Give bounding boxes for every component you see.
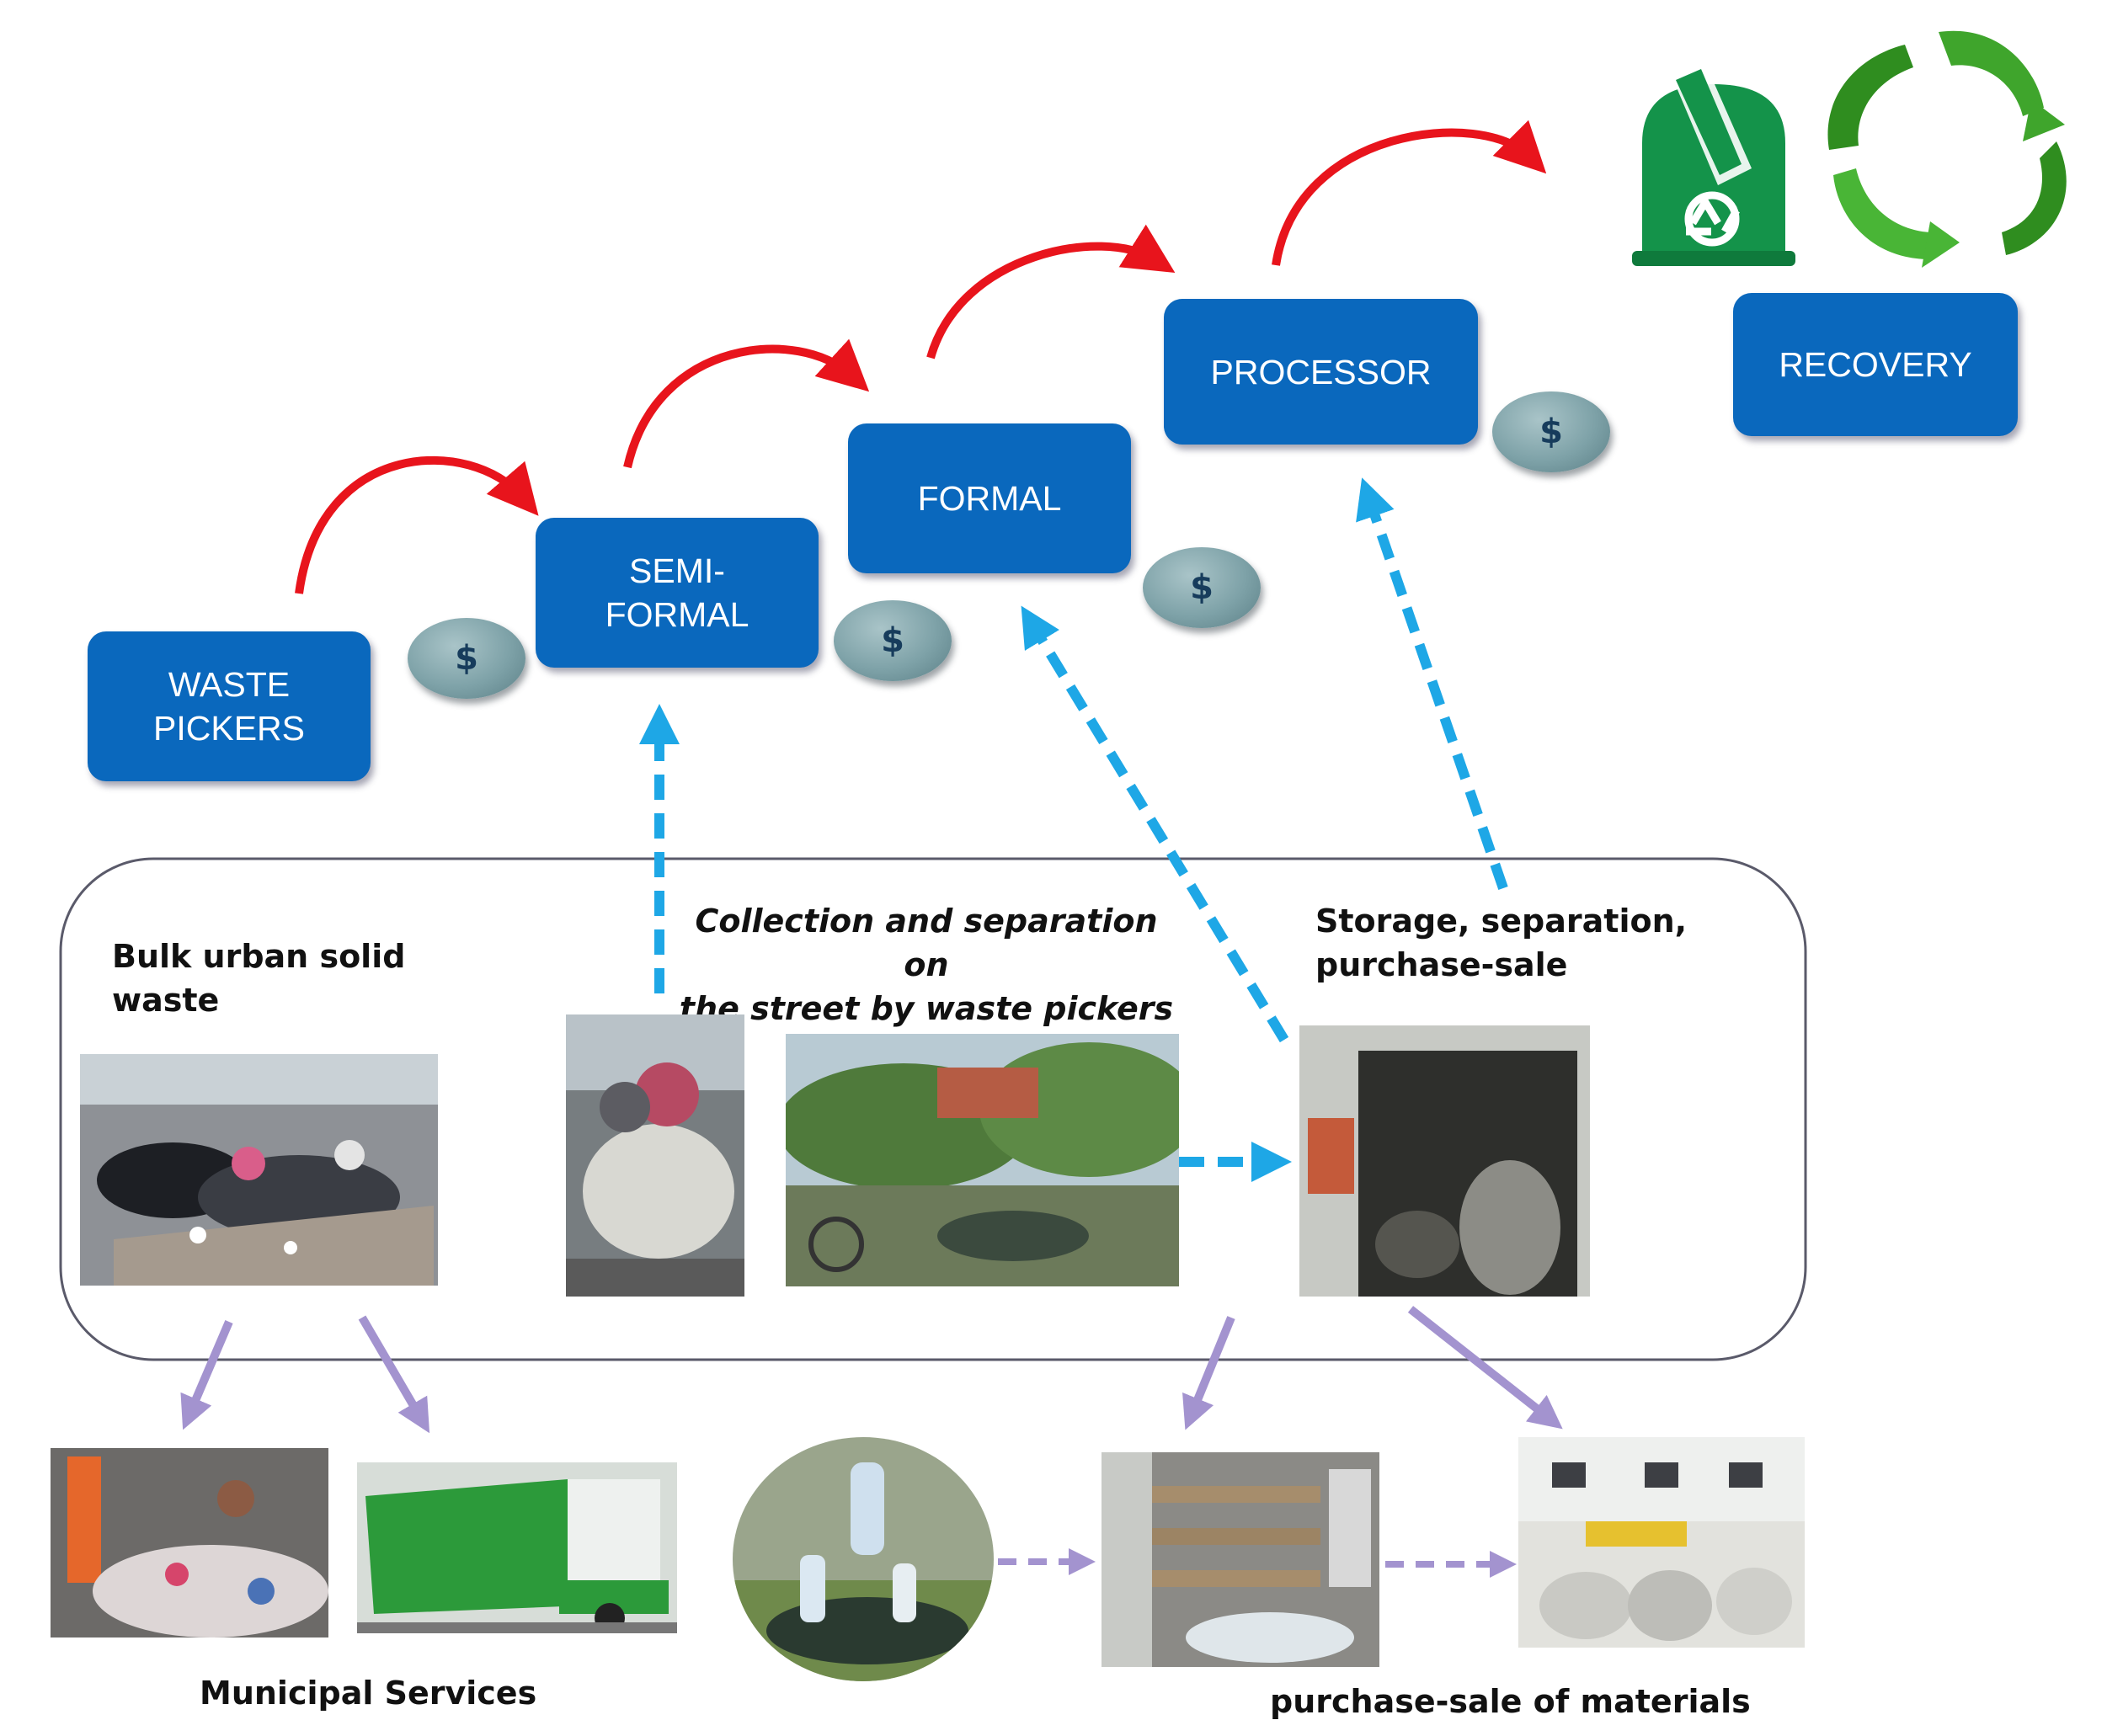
stage-formal: FORMAL <box>848 423 1131 573</box>
red-arrow-3 <box>926 224 1176 359</box>
purple-arrow-3 <box>1182 1316 1235 1430</box>
collection-panel <box>59 857 1807 1361</box>
purple-arrow-2 <box>358 1315 430 1434</box>
money-coin-2: $ <box>834 600 952 681</box>
red-arrow-1 <box>295 455 539 594</box>
stage-recovery: RECOVERY <box>1733 293 2018 436</box>
photo-garbage-truck <box>357 1462 677 1633</box>
purple-arrow-1 <box>180 1320 233 1430</box>
stage-semi-formal: SEMI- FORMAL <box>536 518 819 668</box>
photo-bulk-waste <box>80 1054 438 1286</box>
purchase-sale-label: purchase-sale of materials <box>1270 1683 1751 1720</box>
photo-materials-warehouse <box>1102 1452 1379 1667</box>
municipal-services-label: Municipal Services <box>200 1675 537 1712</box>
storage-label: Storage, separation, purchase-sale <box>1315 903 1688 983</box>
money-coin-1: $ <box>408 618 525 699</box>
photo-waste-picker-cart <box>566 1014 744 1297</box>
photo-municipal-workers <box>51 1448 328 1637</box>
photo-bottles-circle <box>733 1437 994 1681</box>
cyan-arrow-formal <box>1021 605 1289 1043</box>
stage-processor: PROCESSOR <box>1164 299 1478 445</box>
money-coin-4: $ <box>1492 391 1610 472</box>
collection-label: Collection and separation on the street … <box>679 903 1174 1027</box>
recycle-leaves-icon <box>1827 30 2067 268</box>
photo-recycling-depot <box>1518 1437 1805 1648</box>
photo-storage-shop <box>1299 1025 1590 1297</box>
purple-arrow-4 <box>1407 1306 1563 1430</box>
bulk-waste-label: Bulk urban solid waste <box>112 938 406 1019</box>
money-coin-3: $ <box>1143 547 1261 628</box>
red-arrow-2 <box>623 338 870 469</box>
recycle-bin-icon <box>1632 63 1795 266</box>
stage-waste-pickers: WASTE PICKERS <box>88 631 371 781</box>
photo-street-separation <box>786 1034 1179 1286</box>
cyan-arrow-processor <box>1356 477 1508 890</box>
red-arrow-4 <box>1272 120 1547 266</box>
